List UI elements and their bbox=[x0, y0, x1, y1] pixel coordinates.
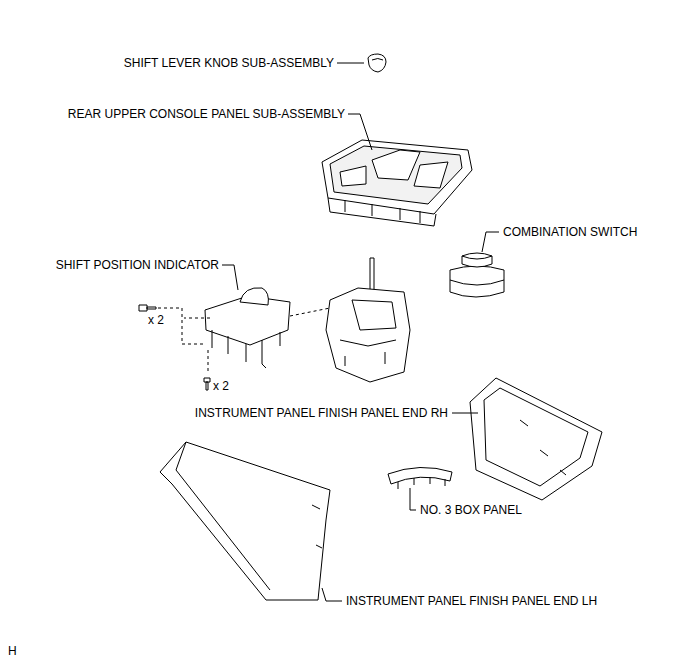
shift-indicator bbox=[205, 296, 290, 345]
console-opening bbox=[414, 162, 448, 188]
shift-knob bbox=[368, 54, 386, 72]
shift-knob-detail bbox=[372, 59, 383, 61]
leader-line bbox=[410, 488, 416, 510]
part-label: COMBINATION SWITCH bbox=[503, 225, 637, 239]
panel-end-rh-detail bbox=[484, 388, 588, 486]
box-panel-tabs bbox=[398, 477, 445, 489]
box-panel bbox=[388, 467, 452, 484]
console-skirt bbox=[328, 198, 436, 226]
dashed-guide bbox=[158, 308, 330, 374]
console-opening bbox=[340, 166, 366, 186]
combination-switch bbox=[450, 266, 504, 297]
part-label: SHIFT POSITION INDICATOR bbox=[56, 258, 219, 272]
leader-line bbox=[452, 413, 478, 414]
switch-base-line bbox=[450, 280, 504, 285]
quantity-label: x 2 bbox=[148, 313, 164, 327]
shift-lever-assembly bbox=[326, 288, 410, 382]
leader-line bbox=[482, 232, 499, 252]
console-tabs bbox=[345, 200, 420, 223]
leader-line bbox=[222, 265, 238, 290]
part-label: SHIFT LEVER KNOB SUB-ASSEMBLY bbox=[124, 56, 334, 70]
shift-indicator-boot bbox=[240, 288, 268, 305]
panel-end-lh-edge bbox=[176, 442, 322, 590]
switch-knob-top bbox=[462, 256, 492, 259]
shift-indicator-legs bbox=[212, 330, 280, 368]
screw bbox=[139, 305, 156, 311]
console-panel-rim bbox=[330, 146, 462, 204]
part-label: INSTRUMENT PANEL FINISH PANEL END RH bbox=[195, 406, 448, 420]
part-label: REAR UPPER CONSOLE PANEL SUB-ASSEMBLY bbox=[68, 107, 345, 121]
leader-line bbox=[348, 114, 372, 150]
page-code: H bbox=[8, 644, 17, 658]
shift-lever-detail bbox=[340, 300, 396, 366]
panel-end-lh bbox=[160, 442, 330, 600]
part-label: INSTRUMENT PANEL FINISH PANEL END LH bbox=[346, 594, 597, 608]
leader-line bbox=[322, 588, 342, 601]
switch-knob bbox=[462, 253, 492, 267]
quantity-label: x 2 bbox=[213, 379, 229, 393]
panel-end-rh bbox=[470, 378, 602, 500]
console-opening bbox=[372, 150, 420, 180]
leader-line bbox=[337, 63, 364, 64]
shift-lever-rod bbox=[370, 258, 374, 292]
screw bbox=[204, 378, 210, 390]
part-label: NO. 3 BOX PANEL bbox=[420, 503, 522, 517]
